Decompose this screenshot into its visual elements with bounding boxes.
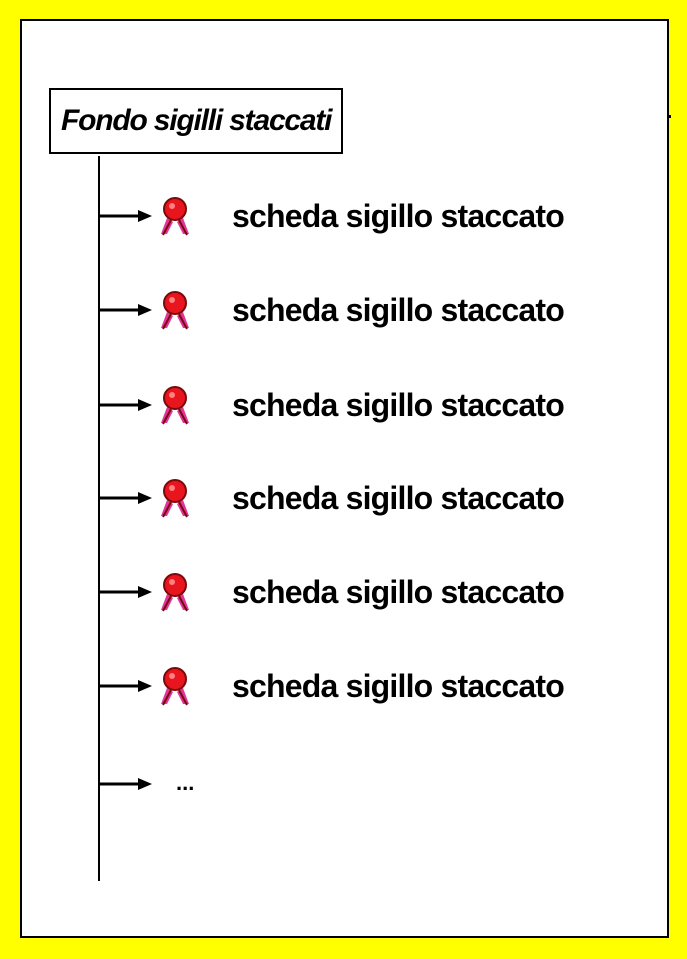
child-node: scheda sigillo staccato <box>98 385 658 425</box>
arrow-icon <box>98 399 152 411</box>
seal-icon <box>161 573 189 612</box>
child-node-label: scheda sigillo staccato <box>232 480 565 516</box>
seal-icon <box>161 386 189 425</box>
child-node: scheda sigillo staccato <box>98 572 658 612</box>
child-node: scheda sigillo staccato <box>98 666 658 706</box>
root-node: Fondo sigilli staccati <box>49 88 344 154</box>
child-node-label: scheda sigillo staccato <box>232 198 565 234</box>
seal-icon <box>161 197 189 236</box>
more-node-label: ... <box>176 770 195 795</box>
diagram-frame: Fondo sigilli staccati scheda sigillo st… <box>20 19 671 938</box>
child-node: scheda sigillo staccato <box>98 196 658 236</box>
child-node: scheda sigillo staccato <box>98 478 658 518</box>
arrow-icon <box>98 304 152 316</box>
arrow-icon <box>98 586 152 598</box>
root-node-label: Fondo sigilli staccati <box>61 104 333 137</box>
child-node: scheda sigillo staccato <box>98 290 658 330</box>
more-node: ... <box>98 764 658 804</box>
seal-icon <box>161 667 189 706</box>
tree-trunk-line <box>98 156 100 881</box>
arrow-icon <box>98 492 152 504</box>
child-node-label: scheda sigillo staccato <box>232 668 565 704</box>
seal-icon <box>161 479 189 518</box>
child-node-label: scheda sigillo staccato <box>232 574 565 610</box>
stray-dot <box>668 115 671 118</box>
seal-icon <box>161 291 189 330</box>
child-node-label: scheda sigillo staccato <box>232 387 565 423</box>
arrow-icon <box>98 680 152 692</box>
child-node-label: scheda sigillo staccato <box>232 292 565 328</box>
arrow-icon <box>98 210 152 222</box>
arrow-icon <box>98 778 152 790</box>
